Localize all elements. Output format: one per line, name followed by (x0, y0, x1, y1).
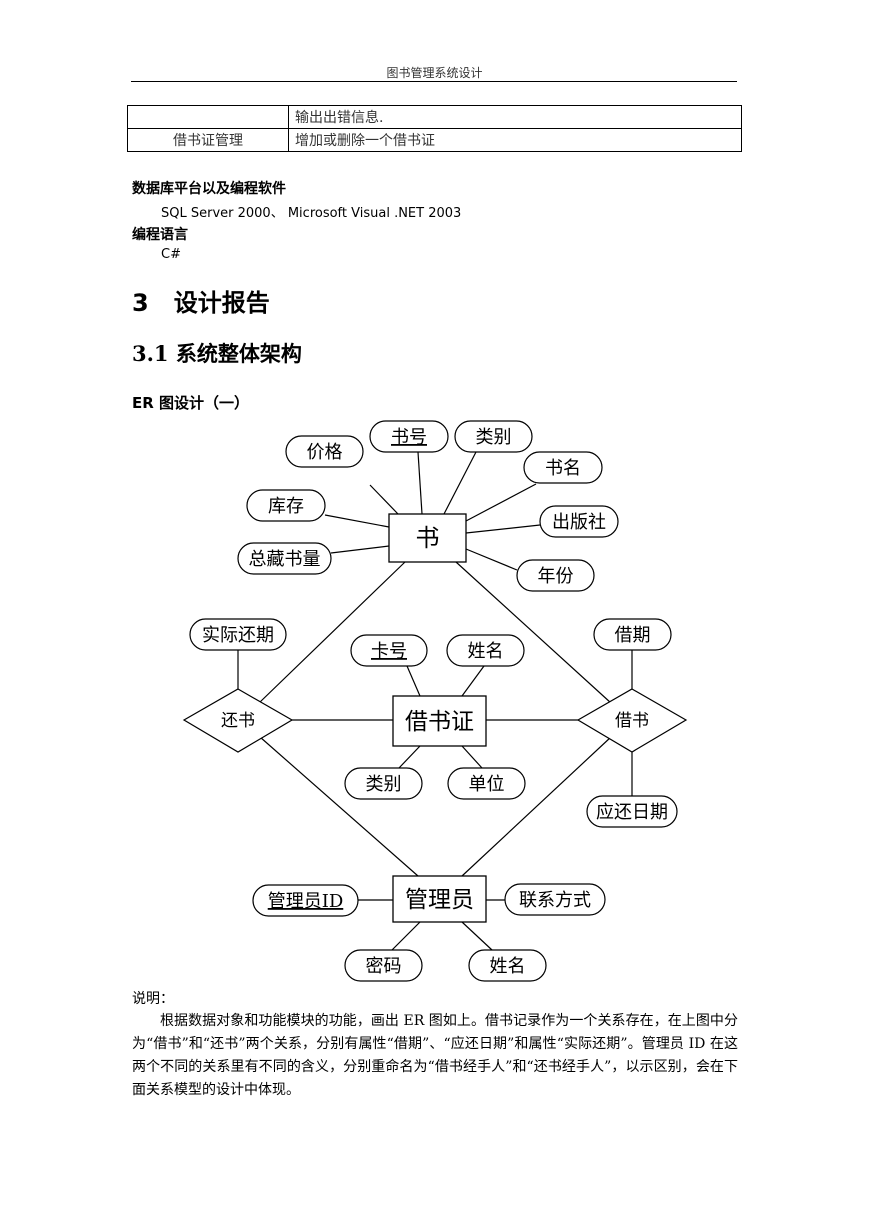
attr-admin-contact: 联系方式 (504, 883, 606, 916)
chapter-title: 3 设计报告 (132, 289, 270, 317)
svg-text:管理员: 管理员 (405, 887, 474, 913)
svg-text:借书: 借书 (615, 711, 649, 731)
svg-text:管理员ID: 管理员ID (268, 891, 344, 912)
svg-text:借书证: 借书证 (405, 709, 474, 735)
attr-borrow-date: 借期 (593, 618, 672, 651)
attr-publisher: 出版社 (539, 505, 619, 538)
attr-admin-name: 姓名 (468, 949, 547, 982)
entity-book: 书 (388, 513, 467, 563)
attr-due-date: 应还日期 (586, 795, 678, 828)
language-value: C# (161, 247, 181, 262)
platform-value: SQL Server 2000、 Microsoft Visual .NET 2… (161, 206, 462, 221)
attr-total: 总藏书量 (237, 542, 332, 575)
attr-stock: 库存 (246, 489, 326, 522)
attr-card-number: 卡号 (350, 634, 428, 667)
attr-card-category: 类别 (344, 767, 423, 800)
er-diagram-heading: ER 图设计（一） (132, 394, 250, 412)
attr-price: 价格 (285, 435, 364, 468)
table-cell-module: 借书证管理 (127, 128, 289, 152)
note-paragraph: 根据数据对象和功能模块的功能，画出 ER 图如上。借书记录作为一个关系存在，在上… (132, 1010, 738, 1102)
svg-text:姓名: 姓名 (490, 956, 526, 977)
svg-text:价格: 价格 (307, 442, 343, 463)
relation-borrow: 借书 (576, 688, 688, 753)
svg-text:姓名: 姓名 (468, 641, 504, 662)
attr-admin-id: 管理员ID (252, 884, 359, 917)
svg-text:联系方式: 联系方式 (519, 890, 591, 911)
svg-text:年份: 年份 (538, 566, 574, 587)
attr-year: 年份 (516, 559, 595, 592)
entity-card: 借书证 (392, 695, 487, 747)
section-title: 3.1 系统整体架构 (132, 341, 302, 366)
svg-text:实际还期: 实际还期 (202, 625, 274, 646)
function-table: 输出出错信息. 借书证管理 增加或删除一个借书证 (127, 105, 742, 152)
attr-admin-password: 密码 (344, 949, 423, 982)
page-header-title: 图书管理系统设计 (386, 66, 483, 80)
attr-title: 书名 (523, 451, 603, 484)
attr-isbn: 书号 (369, 420, 449, 453)
attr-actual-return-date: 实际还期 (189, 618, 287, 651)
svg-text:单位: 单位 (469, 774, 505, 795)
svg-text:卡号: 卡号 (371, 641, 407, 662)
svg-text:类别: 类别 (476, 427, 512, 448)
svg-text:库存: 库存 (268, 496, 304, 517)
svg-text:还书: 还书 (221, 711, 255, 731)
svg-text:借期: 借期 (615, 625, 651, 646)
header-divider (131, 81, 737, 82)
table-row: 输出出错信息. (127, 105, 742, 129)
attr-card-unit: 单位 (447, 767, 526, 800)
svg-text:总藏书量: 总藏书量 (249, 549, 321, 570)
svg-text:应还日期: 应还日期 (596, 802, 668, 823)
note-label: 说明： (132, 991, 174, 1007)
svg-text:出版社: 出版社 (552, 512, 606, 533)
relation-return: 还书 (182, 688, 294, 753)
svg-text:书名: 书名 (545, 458, 581, 479)
note-text: 根据数据对象和功能模块的功能，画出 ER 图如上。借书记录作为一个关系存在，在上… (132, 1013, 738, 1098)
svg-text:密码: 密码 (366, 956, 402, 977)
svg-text:类别: 类别 (366, 774, 402, 795)
table-cell-module (127, 105, 289, 129)
platform-heading: 数据库平台以及编程软件 (132, 181, 286, 197)
svg-text:书号: 书号 (391, 427, 427, 448)
table-row: 借书证管理 增加或删除一个借书证 (127, 128, 742, 152)
attr-card-name: 姓名 (446, 634, 525, 667)
attr-category: 类别 (454, 420, 533, 453)
table-cell-description: 输出出错信息. (288, 105, 742, 129)
entity-admin: 管理员 (392, 875, 487, 923)
language-heading: 编程语言 (132, 227, 188, 243)
table-cell-description: 增加或删除一个借书证 (288, 128, 742, 152)
svg-text:书: 书 (416, 524, 440, 552)
